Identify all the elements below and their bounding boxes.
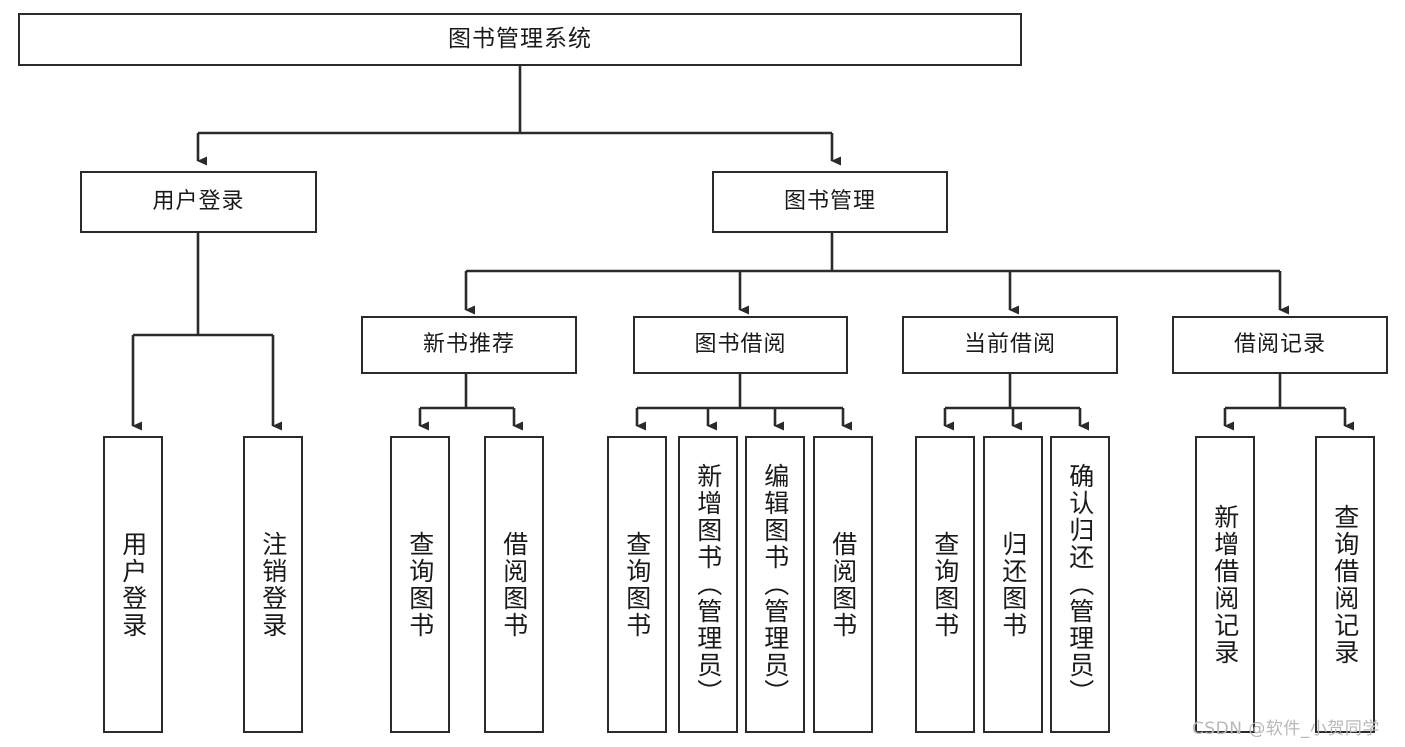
node-book-management[interactable]: 图书管理 (712, 171, 948, 233)
leaf-book-borrow-query-book[interactable]: 查询图书 (607, 436, 667, 733)
csdn-watermark: CSDN @软件_小贺同学 (1192, 719, 1380, 739)
leaf-book-borrow-borrow-book[interactable]: 借阅图书 (813, 436, 873, 733)
leaf-borrow-record-add-record[interactable]: 新增借阅记录 (1195, 436, 1255, 733)
node-book-borrowing[interactable]: 图书借阅 (633, 316, 848, 374)
node-user-login[interactable]: 用户登录 (80, 171, 317, 233)
leaf-user-login-login[interactable]: 用户登录 (103, 436, 163, 733)
node-current-borrowing[interactable]: 当前借阅 (902, 316, 1118, 374)
leaf-user-login-logout[interactable]: 注销登录 (243, 436, 303, 733)
node-root-book-management-system[interactable]: 图书管理系统 (18, 13, 1022, 66)
leaf-current-borrow-confirm-return-admin[interactable]: 确认归还（管理员） (1050, 436, 1110, 733)
leaf-new-book-borrow-book[interactable]: 借阅图书 (484, 436, 544, 733)
leaf-book-borrow-add-book-admin[interactable]: 新增图书（管理员） (678, 436, 738, 733)
node-new-book-recommendation[interactable]: 新书推荐 (361, 316, 577, 374)
leaf-new-book-query-book[interactable]: 查询图书 (390, 436, 450, 733)
leaf-current-borrow-return-book[interactable]: 归还图书 (983, 436, 1043, 733)
node-borrow-record[interactable]: 借阅记录 (1172, 316, 1388, 374)
leaf-book-borrow-edit-book-admin[interactable]: 编辑图书（管理员） (745, 436, 805, 733)
leaf-borrow-record-query-record[interactable]: 查询借阅记录 (1315, 436, 1375, 733)
leaf-current-borrow-query-book[interactable]: 查询图书 (915, 436, 975, 733)
